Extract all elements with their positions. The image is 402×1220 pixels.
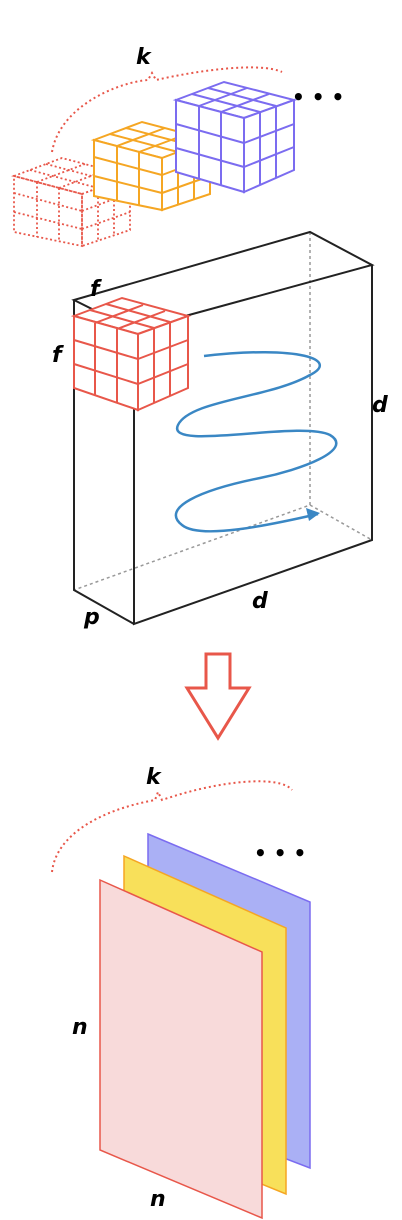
filter-set: k • • • bbox=[11, 45, 344, 248]
f-label-top: f bbox=[90, 277, 102, 302]
n-label-bottom: n bbox=[150, 1187, 166, 1212]
scan-path bbox=[174, 351, 338, 533]
filter-cube-purple bbox=[172, 80, 298, 194]
input-volume: f f d d p bbox=[52, 230, 388, 630]
ellipsis-bottom: • • • bbox=[254, 841, 306, 865]
d-label-bottom: d bbox=[252, 589, 268, 614]
sliding-filter-cube bbox=[70, 296, 192, 412]
k-label-top: k bbox=[136, 45, 152, 70]
n-label-side: n bbox=[72, 1015, 88, 1040]
k-brace-top bbox=[51, 66, 283, 153]
output-maps: k • • • n n bbox=[51, 765, 311, 1220]
f-label-side: f bbox=[52, 343, 64, 368]
ellipsis-top: • • • bbox=[292, 85, 344, 109]
scan-arrowhead bbox=[306, 508, 320, 521]
feature-map-pink bbox=[99, 878, 263, 1220]
k-label-bottom: k bbox=[146, 765, 162, 790]
p-label: p bbox=[83, 605, 100, 630]
d-label-right: d bbox=[372, 393, 388, 418]
down-arrow bbox=[184, 652, 252, 741]
